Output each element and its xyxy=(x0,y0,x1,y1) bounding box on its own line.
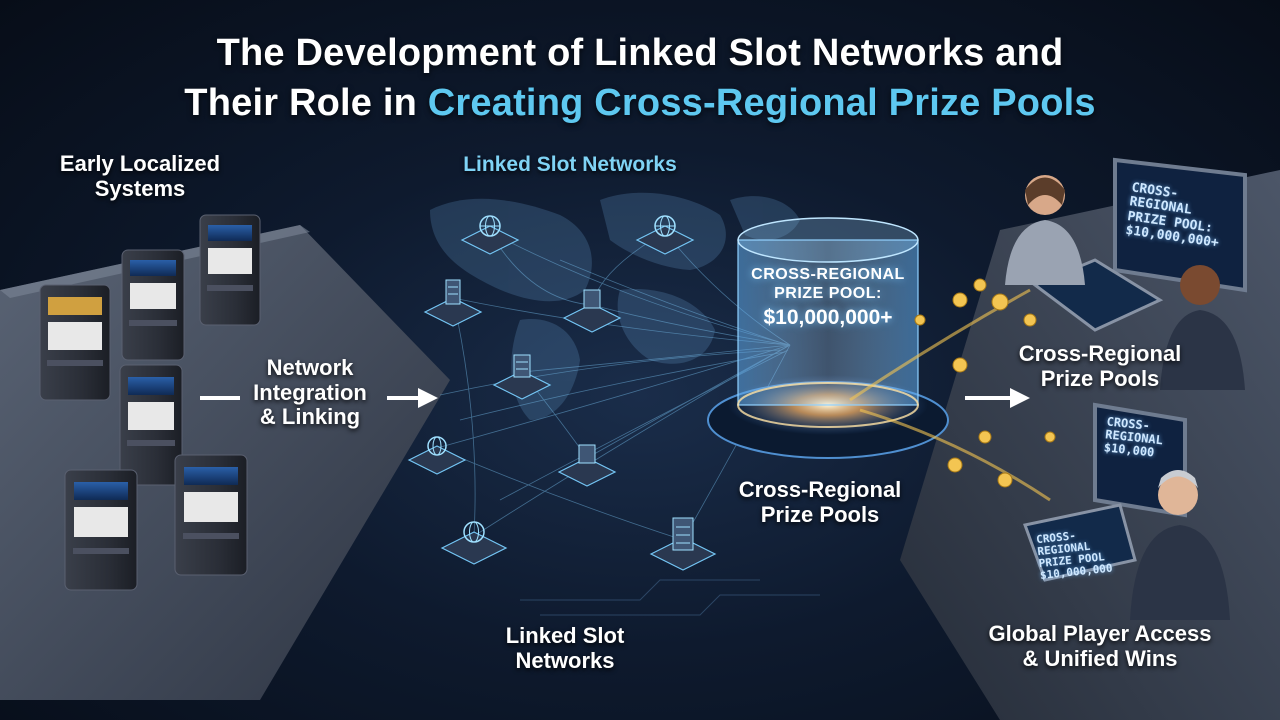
slot-machine-icon xyxy=(39,284,111,401)
pool-line-1: CROSS-REGIONAL xyxy=(751,266,905,283)
pool-amount: $10,000,000+ xyxy=(763,306,893,329)
label-integration-line-3: & Linking xyxy=(259,404,361,430)
tablet-bottom xyxy=(1022,503,1137,582)
label-cross-regional-right: Cross-Regional Prize Pools xyxy=(985,341,1215,391)
arrow-right-icon xyxy=(965,388,1030,408)
title-line-2-prefix: Their Role in xyxy=(184,82,428,124)
network-node xyxy=(460,215,520,255)
server-icon xyxy=(672,517,694,551)
tablet-bottom-screen-text: CROSS-REGIONAL PRIZE POOL $10,000,000 xyxy=(1036,526,1121,582)
server-icon xyxy=(578,444,596,464)
arrow-right-icon xyxy=(200,388,438,408)
label-early-line-2: Systems xyxy=(94,175,186,201)
network-node xyxy=(635,215,695,255)
network-node xyxy=(440,521,508,565)
label-linked-networks-bottom: Linked Slot Networks xyxy=(455,623,675,673)
title-line-2: Their Role in Creating Cross-Regional Pr… xyxy=(0,78,1280,128)
player-woman xyxy=(1005,175,1085,285)
label-network-integration: Network Integration & Linking xyxy=(220,355,400,430)
slot-machine-icon xyxy=(199,214,261,326)
label-integration-line-1: Network xyxy=(266,355,354,380)
label-cross-right-line-2: Prize Pools xyxy=(1040,365,1160,391)
server-icon xyxy=(445,279,461,305)
label-early-line-1: Early Localized xyxy=(59,151,221,176)
prize-pool-label: CROSS-REGIONAL PRIZE POOL: $10,000,000+ xyxy=(738,265,918,331)
slot-machine-icon xyxy=(119,364,183,486)
label-cross-right-line-1: Cross-Regional xyxy=(1018,341,1182,366)
monitor-top xyxy=(1113,157,1247,293)
label-cross-center-line-1: Cross-Regional xyxy=(738,477,902,502)
prize-pool-cylinder xyxy=(707,217,949,459)
player-man xyxy=(1160,265,1245,390)
server-icon xyxy=(513,354,531,378)
label-global-line-2: & Unified Wins xyxy=(1022,645,1178,671)
label-linked-bottom-line-2: Networks xyxy=(515,647,615,673)
world-map-backdrop xyxy=(430,192,800,420)
server-icon xyxy=(583,289,601,309)
slot-machine-icon xyxy=(174,454,248,576)
network-node xyxy=(649,517,717,571)
network-node xyxy=(423,279,483,327)
label-linked-bottom-line-1: Linked Slot xyxy=(505,623,625,648)
network-node xyxy=(562,289,622,333)
title-line-1: The Development of Linked Slot Networks … xyxy=(216,32,1064,74)
network-node xyxy=(492,354,552,400)
label-global-player-access: Global Player Access & Unified Wins xyxy=(955,621,1245,671)
pool-line-2: PRIZE POOL: xyxy=(774,285,882,302)
network-node xyxy=(407,436,467,475)
label-global-line-1: Global Player Access xyxy=(988,621,1212,646)
title-line-2-accent: Creating Cross-Regional Prize Pools xyxy=(427,82,1096,124)
label-integration-line-2: Integration xyxy=(253,379,367,405)
label-cross-center-line-2: Prize Pools xyxy=(760,501,880,527)
label-cross-regional-center: Cross-Regional Prize Pools xyxy=(700,477,940,527)
page-title: The Development of Linked Slot Networks … xyxy=(0,28,1280,128)
network-node xyxy=(557,444,617,487)
coin-icon xyxy=(914,278,1056,488)
slot-machine-icon xyxy=(121,249,185,361)
label-linked-networks-top: Linked Slot Networks xyxy=(463,153,677,176)
player-older-man xyxy=(1130,470,1230,620)
label-early-systems: Early Localized Systems xyxy=(30,151,250,201)
slot-machine-icon xyxy=(64,469,138,591)
